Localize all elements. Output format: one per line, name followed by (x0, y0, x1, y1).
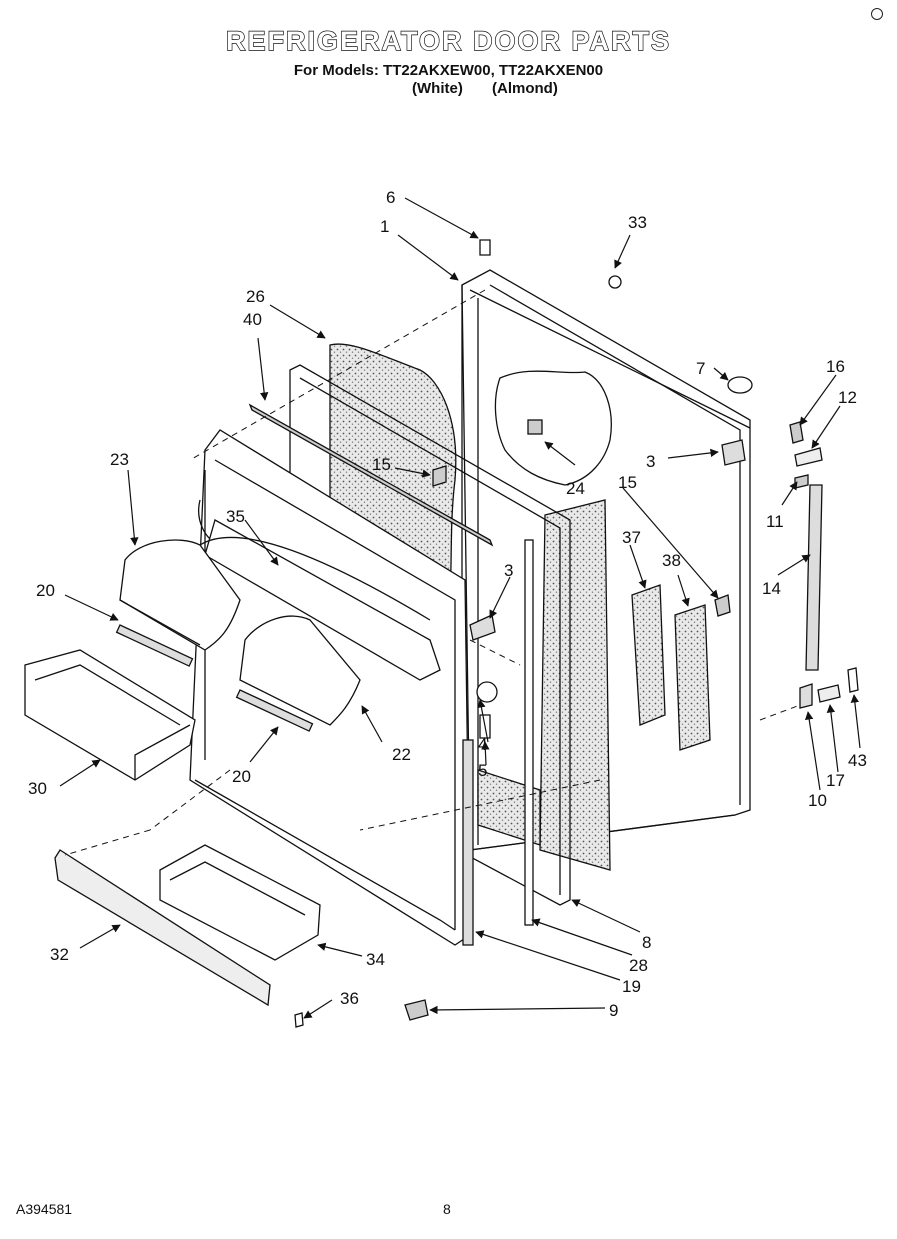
bin-22 (239, 615, 361, 726)
rail-20-right (235, 689, 314, 732)
bin-34 (159, 844, 321, 961)
corner-circle-mark (871, 8, 883, 20)
callout-11: 11 (766, 512, 784, 531)
variant-white: (White) (412, 80, 463, 97)
bin-23 (119, 539, 241, 651)
rail-20-left (115, 624, 194, 667)
variant-almond: (Almond) (492, 80, 558, 97)
callout-7: 7 (696, 359, 705, 378)
callout-12: 12 (838, 388, 857, 407)
bracket-3-top (721, 439, 746, 466)
callout-26: 26 (246, 287, 265, 306)
callout-16: 16 (826, 357, 845, 376)
callout-20a: 20 (36, 581, 55, 600)
models-line: For Models: TT22AKXEW00, TT22AKXEN00 (293, 62, 604, 79)
callout-19: 19 (622, 977, 641, 996)
callout-5: 5 (478, 761, 487, 780)
clip-15-top (432, 465, 447, 487)
callout-34: 34 (366, 950, 385, 969)
screw-9 (404, 999, 429, 1021)
page-title: REFRIGERATOR DOOR PARTS (225, 25, 671, 56)
callout-32: 32 (50, 945, 69, 964)
hinge-4 (476, 681, 498, 703)
callout-36: 36 (340, 989, 359, 1008)
screw-16 (789, 421, 804, 444)
callout-4: 4 (478, 735, 487, 754)
callout-37: 37 (622, 528, 641, 547)
upper-shelf (204, 519, 441, 681)
part-17 (817, 684, 841, 703)
callout-9: 9 (609, 1001, 618, 1020)
foam-block-37 (631, 584, 666, 726)
cutaway-bracket (527, 419, 543, 435)
part-10 (799, 683, 813, 709)
leader-arrows (59, 197, 861, 1019)
callout-35: 35 (226, 507, 245, 526)
callout-24: 24 (566, 479, 585, 498)
callout-6: 6 (386, 188, 395, 207)
callout-3a: 3 (646, 452, 655, 471)
part-43 (847, 667, 859, 693)
callout-14: 14 (762, 579, 781, 598)
callout-33: 33 (628, 213, 647, 232)
right-foam-strip (539, 499, 611, 871)
callout-1: 1 (380, 217, 389, 236)
diagram-reference: A394581 (16, 1201, 73, 1217)
hinge-pin-6 (479, 239, 491, 256)
strip-19 (462, 739, 474, 946)
foam-block-38 (674, 604, 711, 751)
outer-panel-cutaway (494, 370, 612, 486)
page-number: 8 (443, 1201, 451, 1217)
callout-20b: 20 (232, 767, 251, 786)
callout-38: 38 (662, 551, 681, 570)
part-33 (608, 275, 622, 289)
part-36 (294, 1012, 304, 1028)
callout-8: 8 (642, 933, 651, 952)
bracket-3-mid (469, 614, 496, 641)
rail-32 (54, 849, 271, 1007)
callout-22: 22 (392, 745, 411, 764)
top-shelf-rail (248, 403, 494, 547)
callout-10: 10 (808, 791, 827, 810)
callout-17: 17 (826, 771, 845, 790)
callout-43: 43 (848, 751, 867, 770)
plug-7 (727, 376, 753, 394)
alignment-lines (64, 289, 801, 856)
page-header: REFRIGERATOR DOOR PARTS For Models: TT22… (0, 0, 897, 110)
callout-23: 23 (110, 450, 129, 469)
callout-40: 40 (243, 310, 262, 329)
callout-15b: 15 (618, 473, 637, 492)
part-12 (794, 447, 823, 467)
bin-30 (24, 649, 196, 781)
clip-15-right (714, 594, 731, 617)
callout-15a: 15 (372, 455, 391, 474)
strip-28 (524, 539, 534, 926)
callout-labels: 6 1 33 26 40 7 16 12 15 3 23 24 15 35 11… (28, 188, 867, 1020)
callout-28: 28 (629, 956, 648, 975)
handle-14 (805, 484, 823, 671)
callout-3b: 3 (504, 561, 513, 580)
part-11 (794, 474, 809, 489)
callout-30: 30 (28, 779, 47, 798)
